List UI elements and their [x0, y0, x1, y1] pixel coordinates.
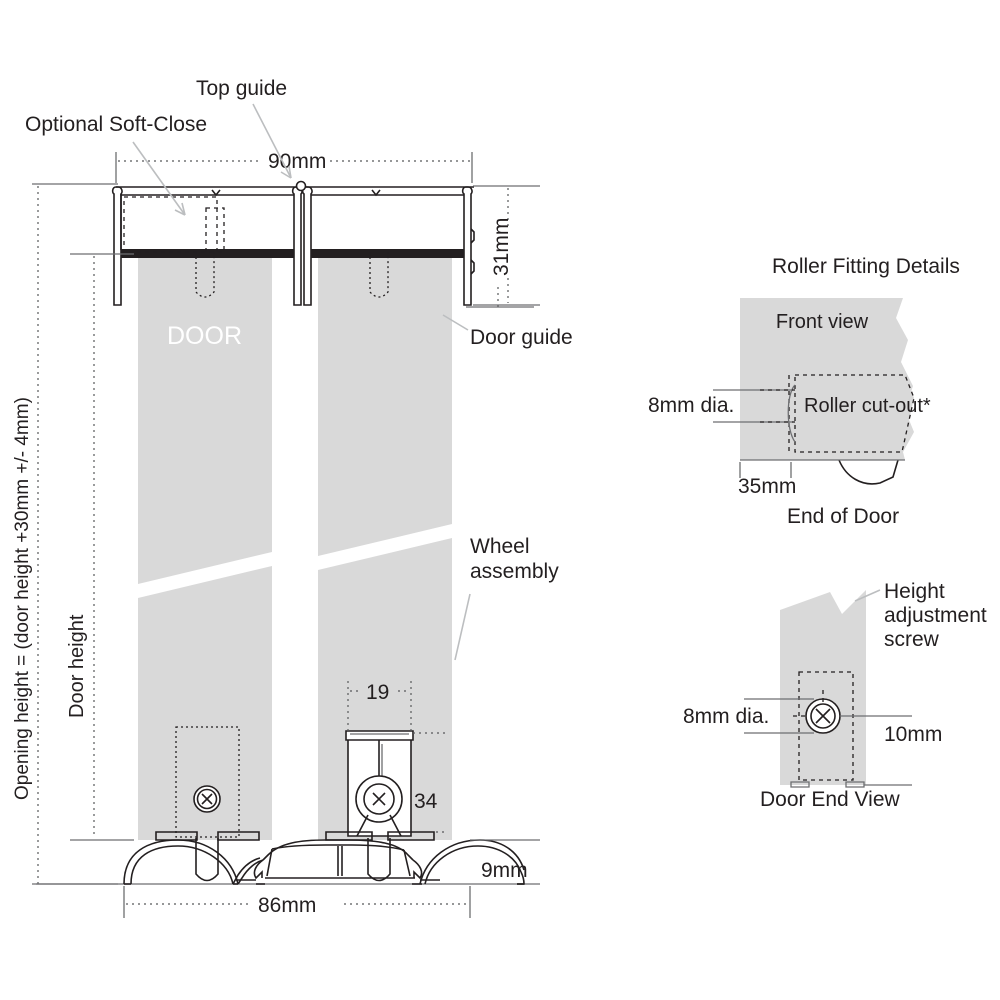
- dimension-19-label: 19: [366, 681, 389, 704]
- dimension-86mm-label: 86mm: [258, 894, 316, 917]
- height-adjustment-screw-leader: [854, 589, 881, 602]
- dimension-31mm-label: 31mm: [490, 218, 513, 276]
- top-guide-leader: [252, 103, 292, 179]
- floor-track-extrusion: [36, 839, 540, 885]
- door-end-view-caption: Door End View: [760, 788, 901, 811]
- door-panel-label: DOOR: [167, 322, 242, 350]
- top-guide-label: Top guide: [196, 77, 287, 100]
- roller-fitting-heading: Roller Fitting Details: [772, 255, 960, 278]
- dimension-86mm: 86mm: [123, 886, 471, 918]
- dimension-35mm: 35mm: [738, 462, 796, 498]
- wheel-assembly-carriage: [325, 730, 435, 882]
- dimension-8mm-dia-end: 8mm dia.: [683, 698, 814, 734]
- dimension-34-label: 34: [414, 790, 438, 813]
- dimension-opening-height: Opening height = (door height +30mm +/- …: [12, 183, 118, 885]
- door-guide-leader: [442, 314, 469, 331]
- dimension-9mm: 9mm: [470, 839, 540, 882]
- dimension-10mm: 10mm: [840, 715, 942, 746]
- wheel-assembly-leader: [454, 593, 471, 661]
- wheel-assembly-label-line1: Wheel: [470, 535, 530, 558]
- dimension-9mm-label: 9mm: [481, 859, 528, 882]
- door-panel-left: [138, 255, 272, 840]
- door-guide-label: Door guide: [470, 326, 573, 349]
- height-adjustment-screw-label-line3: screw: [884, 628, 940, 651]
- dimension-34: 34: [413, 732, 445, 833]
- dimension-31mm: 31mm: [473, 185, 540, 306]
- soft-close-dashed-box: [123, 196, 225, 253]
- height-adjustment-screw-label-line1: Height: [884, 580, 945, 603]
- roller-fitting-front-view: Front view Roller cut-out*: [740, 298, 931, 485]
- roller-cut-out-label: Roller cut-out*: [804, 395, 931, 417]
- top-guide-pin-right: [369, 252, 389, 298]
- top-track-extrusion: [111, 180, 475, 306]
- dimension-35mm-label: 35mm: [738, 475, 796, 498]
- end-of-door-caption: End of Door: [787, 505, 899, 528]
- optional-soft-close-label: Optional Soft-Close: [25, 113, 207, 136]
- dimension-10mm-label: 10mm: [884, 723, 942, 746]
- top-guide-pin-left: [195, 252, 215, 298]
- soft-close-leader: [132, 141, 186, 216]
- door-end-view: [780, 590, 912, 788]
- front-view-label: Front view: [776, 311, 869, 333]
- dimension-opening-height-label: Opening height = (door height +30mm +/- …: [12, 397, 33, 800]
- dimension-8mm-dia-front-label: 8mm dia.: [648, 394, 734, 417]
- dimension-door-height: Door height: [66, 253, 134, 841]
- dimension-8mm-dia-end-label: 8mm dia.: [683, 705, 769, 728]
- dimension-door-height-label: Door height: [66, 614, 88, 718]
- height-adjustment-screw-label-line2: adjustment: [884, 604, 987, 627]
- wheel-assembly-label-line2: assembly: [470, 560, 559, 583]
- dimension-90mm: 90mm: [115, 150, 473, 183]
- dimension-8mm-dia-front: 8mm dia.: [648, 389, 795, 423]
- dimension-90mm-label: 90mm: [268, 150, 326, 173]
- left-door-bottom-hardware: [155, 726, 260, 882]
- dimension-19: 19: [347, 681, 412, 733]
